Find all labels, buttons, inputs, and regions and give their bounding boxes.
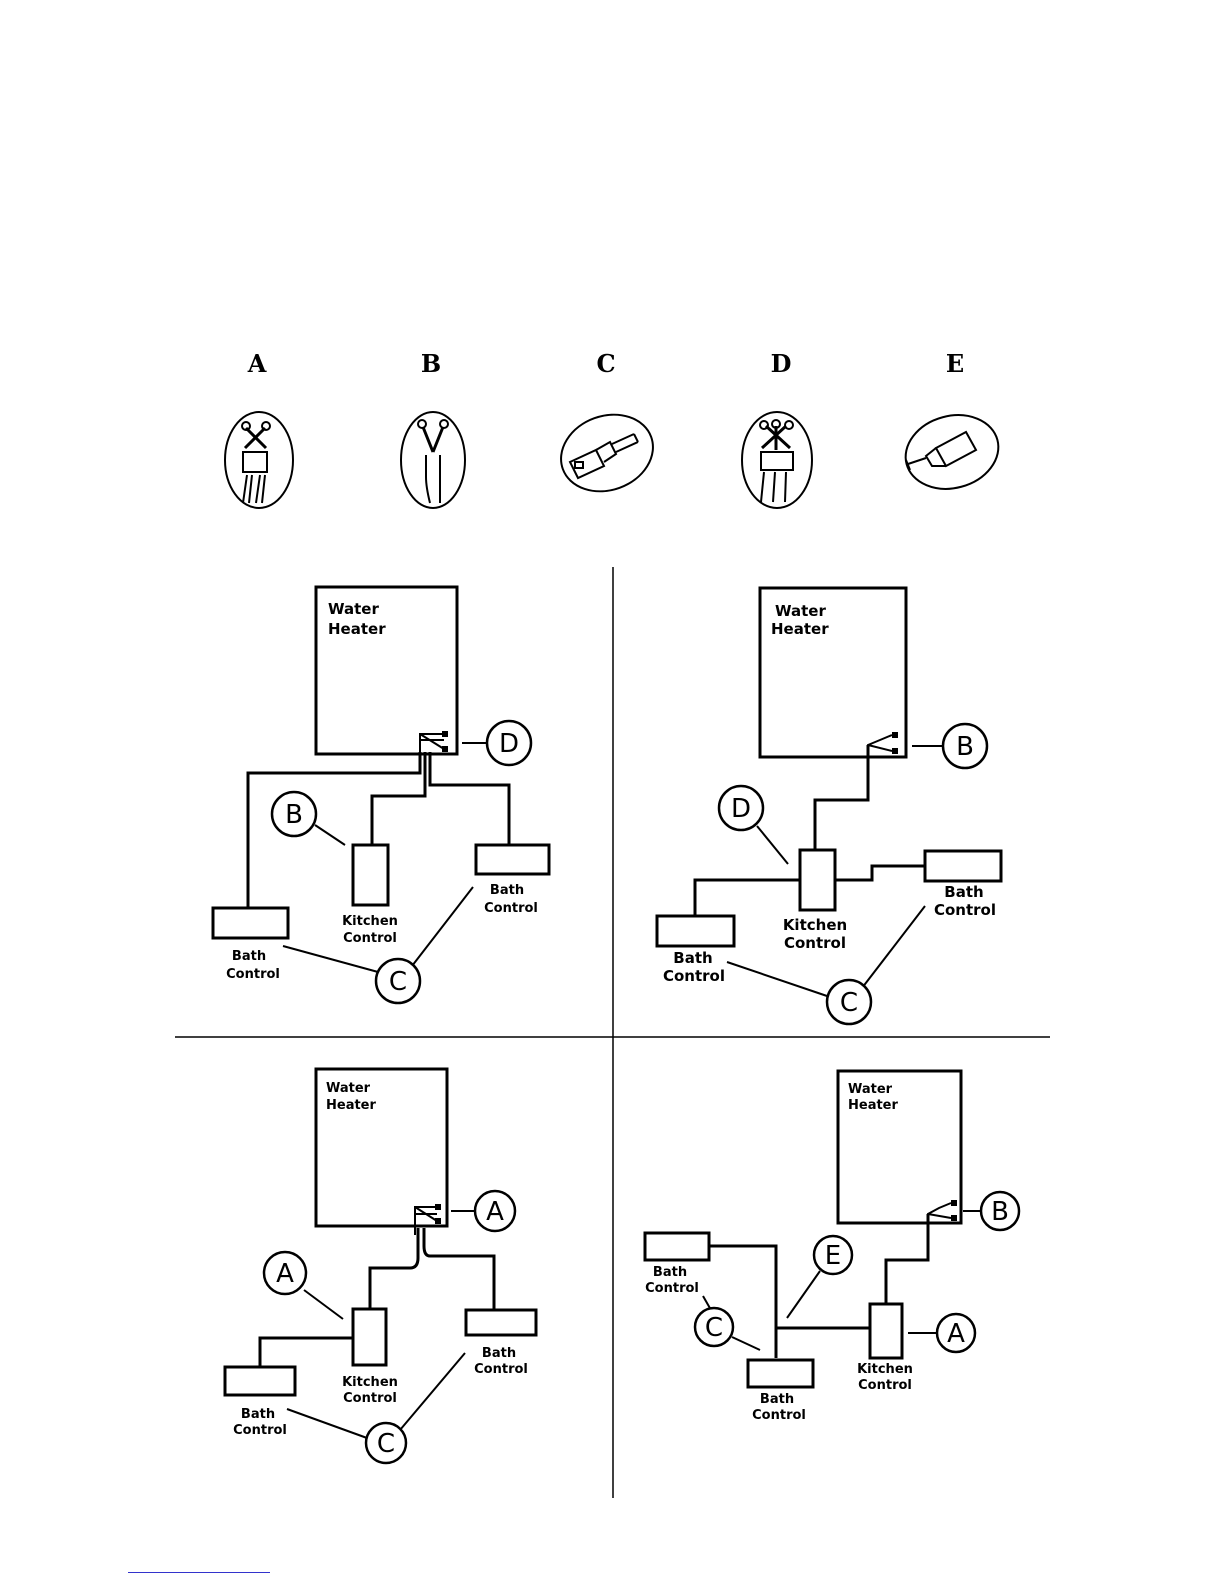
- kitchen-control-box: [353, 845, 388, 905]
- part-d-letter: D: [771, 349, 792, 378]
- bath-control-top-label-line1: Bath: [653, 1265, 687, 1280]
- bath-control-right-label-line1: Bath: [944, 883, 983, 901]
- kitchen-control-box: [353, 1309, 386, 1365]
- callout-d-letter: D: [731, 794, 751, 824]
- part-a-letter: A: [247, 349, 267, 378]
- kitchen-control-label-line2: Control: [343, 931, 397, 946]
- kitchen-control-box: [800, 850, 835, 910]
- kitchen-control-label-line1: Kitchen: [783, 916, 847, 934]
- bath-control-right-label-line1: Bath: [482, 1346, 516, 1361]
- callout-c-letter: C: [377, 1429, 395, 1459]
- water-heater-label-line2: Heater: [848, 1098, 899, 1113]
- part-b-letter: B: [421, 349, 441, 378]
- bath-control-right-label-line2: Control: [934, 901, 996, 919]
- kitchen-control-box: [870, 1304, 902, 1358]
- water-heater-label-line2: Heater: [771, 620, 829, 638]
- bath-control-bottom-label-line1: Bath: [760, 1392, 794, 1407]
- bath-control-box-left: [213, 908, 288, 938]
- callout-d-letter: D: [499, 729, 519, 759]
- bath-control-box-right: [466, 1310, 536, 1335]
- bath-control-box-left: [225, 1367, 295, 1395]
- water-heater-label-line1: Water: [775, 602, 826, 620]
- part-c-letter: C: [596, 349, 615, 378]
- callout-c-letter: C: [705, 1313, 723, 1343]
- callout-a-letter: A: [486, 1197, 504, 1227]
- kitchen-control-label-line2: Control: [343, 1391, 397, 1406]
- wiring-diagram-1: Water Heater Kitchen Control Bath Contro…: [213, 587, 549, 1003]
- callout-a-letter: A: [947, 1319, 965, 1349]
- bath-control-right-label-line2: Control: [474, 1362, 528, 1377]
- callout-e-letter: E: [825, 1241, 841, 1271]
- kitchen-control-label-line1: Kitchen: [342, 914, 398, 929]
- callout-b-letter: B: [991, 1197, 1009, 1227]
- bath-control-left-label-line1: Bath: [673, 949, 712, 967]
- three-wire-ring-terminal-icon: [742, 412, 812, 508]
- bath-control-right-label-line1: Bath: [490, 883, 524, 898]
- wiring-diagram-4: Water Heater Kitchen Control Bath Contro…: [645, 1071, 1019, 1423]
- water-heater-label-line2: Heater: [328, 620, 386, 638]
- bath-control-box-left: [657, 916, 734, 946]
- bath-control-left-label-line1: Bath: [232, 949, 266, 964]
- callout-c-letter: C: [840, 988, 858, 1018]
- callout-b-letter: B: [956, 732, 974, 762]
- wiring-diagram-2: Water Heater Kitchen Control Bath Contro…: [657, 588, 1001, 1024]
- two-wire-ring-terminal-icon: [225, 412, 293, 508]
- modular-connector-icon: [550, 402, 664, 504]
- bath-control-left-label-line2: Control: [233, 1423, 287, 1438]
- part-e-letter: E: [946, 349, 964, 378]
- water-heater-label-line1: Water: [326, 1081, 371, 1096]
- bath-control-left-label-line2: Control: [663, 967, 725, 985]
- kitchen-control-label-line1: Kitchen: [342, 1375, 398, 1390]
- wire-splice-connector-icon: [897, 405, 1006, 499]
- bath-control-left-label-line1: Bath: [241, 1407, 275, 1422]
- bottom-link-underline: [128, 1572, 270, 1573]
- kitchen-control-label-line2: Control: [784, 934, 846, 952]
- kitchen-control-label-line1: Kitchen: [857, 1362, 913, 1377]
- bath-control-left-label-line2: Control: [226, 967, 280, 982]
- bath-control-box-top: [645, 1233, 709, 1260]
- bath-control-top-label-line2: Control: [645, 1281, 699, 1296]
- bath-control-box-right: [925, 851, 1001, 881]
- bath-control-right-label-line2: Control: [484, 901, 538, 916]
- parts-legend: A B C D: [225, 349, 1007, 508]
- bath-control-box-bottom: [748, 1360, 813, 1387]
- water-heater-label-line1: Water: [328, 600, 379, 618]
- kitchen-control-label-line2: Control: [858, 1378, 912, 1393]
- water-heater-label-line2: Heater: [326, 1098, 377, 1113]
- water-heater-label-line1: Water: [848, 1082, 893, 1097]
- wiring-diagram-3: Water Heater Kitchen Control Bath Contro…: [225, 1069, 536, 1463]
- bath-control-bottom-label-line2: Control: [752, 1408, 806, 1423]
- callout-c-letter: C: [389, 967, 407, 997]
- callout-b-letter: B: [285, 800, 303, 830]
- single-wire-ring-terminal-icon: [401, 412, 465, 508]
- bath-control-box-right: [476, 845, 549, 874]
- callout-a-letter: A: [276, 1259, 294, 1289]
